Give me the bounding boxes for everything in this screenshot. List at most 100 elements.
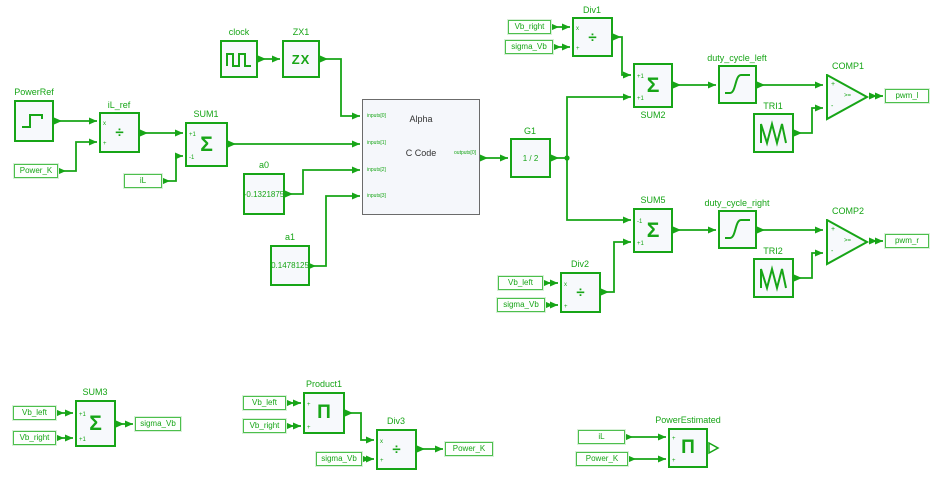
- comp1-minus-port: -: [831, 103, 834, 110]
- c-code-input-port-0: inputs[0]: [367, 113, 386, 119]
- sigma-glyph: Σ: [89, 411, 102, 435]
- tag-power-k-pe[interactable]: Power_K: [575, 451, 629, 467]
- block-product1-multiplier[interactable]: + + Π: [303, 392, 345, 434]
- wire[interactable]: [794, 104, 823, 137]
- block-label-sum3: SUM3: [82, 387, 108, 397]
- tag-vb-left-sum3[interactable]: Vb_left: [12, 405, 57, 421]
- divide-glyph: ÷: [115, 124, 124, 141]
- tag-pwm-r[interactable]: pwm_r: [884, 233, 930, 249]
- block-sum2[interactable]: +1 +1 Σ: [633, 63, 673, 108]
- c-code-block-subtitle: C Code: [405, 148, 437, 158]
- comp2-minus-port: -: [831, 248, 834, 255]
- block-comp2-comparator[interactable]: + - >=: [825, 218, 871, 266]
- port-marker-plus1b: +1: [637, 96, 644, 102]
- product-glyph: Π: [317, 402, 331, 423]
- port-marker-plus1: +1: [189, 132, 196, 138]
- tag-vb-right-div1[interactable]: Vb_right: [507, 19, 552, 35]
- a0-value: -0.1321875: [243, 189, 285, 199]
- tag-vb-left-product1[interactable]: Vb_left: [242, 395, 287, 411]
- wire[interactable]: [345, 409, 374, 444]
- comp1-operator: >=: [844, 93, 852, 99]
- saturation-icon: [725, 74, 750, 94]
- tag-vb-right-sum3[interactable]: Vb_right: [12, 430, 57, 446]
- divide-glyph: ÷: [588, 28, 597, 46]
- sigma-glyph: Σ: [200, 132, 213, 156]
- port-marker-plus1: +1: [637, 74, 644, 80]
- wire[interactable]: [794, 249, 823, 282]
- tag-il-pe[interactable]: iL: [577, 429, 626, 445]
- block-comp1-comparator[interactable]: + - >=: [825, 73, 871, 121]
- block-g1-gain[interactable]: 1 / 2: [510, 138, 551, 178]
- comp2-plus-port: +: [831, 226, 836, 233]
- tag-sigma-vb-div1[interactable]: sigma_Vb: [504, 39, 554, 55]
- block-label-sum1: SUM1: [193, 109, 219, 119]
- block-label-zx1: ZX1: [292, 27, 310, 37]
- block-label-product1: Product1: [305, 379, 343, 389]
- wire[interactable]: [551, 93, 631, 162]
- block-duty-cycle-right-limiter[interactable]: [718, 210, 757, 249]
- sigma-glyph: Σ: [646, 73, 660, 97]
- tag-vb-left-div2[interactable]: Vb_left: [497, 275, 544, 291]
- comp2-operator: >=: [844, 238, 852, 244]
- wire[interactable]: [601, 238, 631, 296]
- block-label-powerestimated: PowerEstimated: [655, 415, 721, 425]
- a1-value: 0.1478125: [271, 261, 309, 270]
- block-label-a1: a1: [284, 232, 296, 242]
- block-div1[interactable]: x + ÷: [572, 17, 613, 57]
- zero-crossing-glyph: ZX: [291, 51, 311, 67]
- wire[interactable]: [162, 152, 183, 185]
- tag-power-k-in[interactable]: Power_K: [13, 163, 59, 179]
- block-label-div1: Div1: [582, 5, 602, 15]
- port-marker-denominator: +: [576, 46, 580, 52]
- block-powerestimated-multiplier[interactable]: + + Π: [668, 428, 708, 468]
- wire[interactable]: [58, 138, 97, 175]
- port-marker-mult: +: [672, 436, 676, 442]
- wire[interactable]: [308, 192, 360, 270]
- block-clock[interactable]: [220, 40, 258, 78]
- block-sum3[interactable]: +1 +1 Σ: [75, 400, 116, 447]
- block-il-ref-divider[interactable]: x + ÷: [99, 112, 140, 153]
- block-label-duty-cycle-right: duty_cycle_right: [704, 198, 770, 208]
- c-code-input-port-1: inputs[1]: [367, 140, 386, 146]
- block-div2[interactable]: x + ÷: [560, 272, 601, 313]
- port-marker-mult-b: +: [672, 458, 676, 464]
- block-label-clock: clock: [228, 27, 250, 37]
- block-label-tri1: TRI1: [763, 101, 783, 111]
- block-a0-constant[interactable]: -0.1321875: [243, 173, 285, 215]
- block-duty-cycle-left-limiter[interactable]: [718, 65, 757, 104]
- tag-il-in[interactable]: iL: [123, 173, 163, 189]
- divide-glyph: ÷: [392, 441, 401, 458]
- wire[interactable]: [613, 33, 631, 79]
- block-label-a0: a0: [258, 160, 270, 170]
- open-output-arrow: [708, 441, 720, 455]
- block-div3[interactable]: x + ÷: [376, 429, 417, 470]
- tag-vb-right-product1[interactable]: Vb_right: [242, 418, 287, 434]
- tag-sigma-vb-div3[interactable]: sigma_Vb: [315, 451, 363, 467]
- tag-pwm-l[interactable]: pwm_l: [884, 88, 930, 104]
- tag-power-k-out[interactable]: Power_K: [444, 441, 494, 457]
- square-wave-icon: [226, 53, 251, 67]
- block-tri2-carrier[interactable]: [753, 258, 794, 298]
- wire[interactable]: [320, 55, 360, 120]
- wire[interactable]: [285, 166, 360, 198]
- tag-sigma-vb-div2[interactable]: sigma_Vb: [496, 297, 546, 313]
- port-marker-numerator: x: [564, 282, 567, 288]
- block-sum5[interactable]: -1 +1 Σ: [633, 208, 673, 253]
- block-label-div2: Div2: [570, 259, 590, 269]
- comparator-triangle: [826, 218, 870, 266]
- tag-sigma-vb-out[interactable]: sigma_Vb: [134, 416, 182, 432]
- port-marker-numerator: x: [380, 439, 383, 445]
- block-sum1[interactable]: +1 -1 Σ: [185, 122, 228, 167]
- block-powerref[interactable]: [14, 100, 54, 142]
- block-alpha-c-code[interactable]: Alpha C Code inputs[0] inputs[1] inputs[…: [362, 99, 480, 215]
- block-label-sum5: SUM5: [640, 195, 666, 205]
- triangle-wave-icon: [760, 120, 787, 147]
- block-a1-constant[interactable]: 0.1478125: [270, 245, 310, 286]
- sigma-glyph: Σ: [646, 218, 660, 242]
- wire[interactable]: [566, 158, 631, 224]
- block-zx1[interactable]: ZX: [282, 40, 320, 78]
- port-marker-mult: +: [307, 402, 311, 408]
- port-marker-numerator: x: [576, 26, 579, 32]
- block-tri1-carrier[interactable]: [753, 113, 794, 153]
